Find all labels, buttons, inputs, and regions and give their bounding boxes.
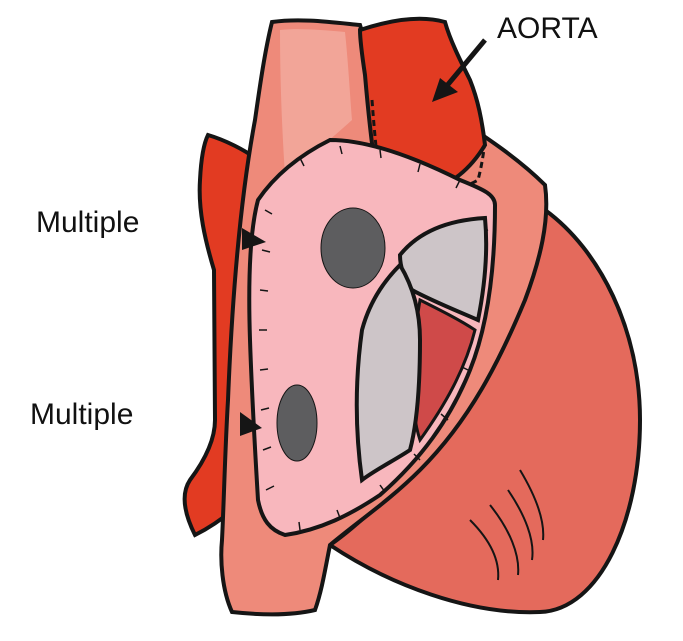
multiple-label-lower: Multiple <box>30 398 134 431</box>
aorta <box>357 16 488 195</box>
aorta-label: AORTA <box>497 12 598 45</box>
septum-ticks <box>259 145 489 531</box>
valve-leaflet-lower <box>354 261 423 484</box>
aorta-arrow <box>432 38 487 102</box>
septal-hole-lower <box>276 384 318 462</box>
outer-wall-highlight <box>280 29 352 176</box>
multiple-label-upper: Multiple <box>36 206 140 239</box>
ventricle-hatching <box>469 469 545 581</box>
septal-hole-upper <box>320 207 386 289</box>
pointer-arrow-lower <box>240 412 262 436</box>
pointer-arrow-upper <box>242 228 266 250</box>
